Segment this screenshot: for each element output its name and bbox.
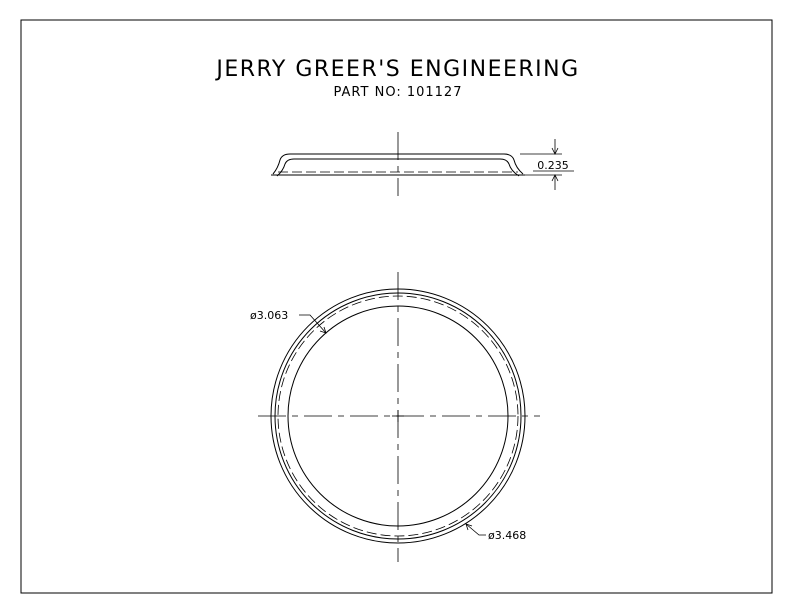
part-number: PART NO: 101127 xyxy=(334,85,463,100)
side-view xyxy=(271,132,525,196)
height-dimension: 0.235 xyxy=(520,139,574,190)
height-dimension-text: 0.235 xyxy=(537,159,569,172)
outer-diameter-text: ø3.468 xyxy=(488,529,526,542)
sheet-border xyxy=(20,19,773,594)
inner-diameter-text: ø3.063 xyxy=(250,309,288,322)
outer-diameter-callout: ø3.468 xyxy=(465,523,526,542)
top-view xyxy=(258,272,540,562)
inner-diameter-callout: ø3.063 xyxy=(250,309,327,334)
drawing-title: JERRY GREER'S ENGINEERING xyxy=(214,57,579,82)
